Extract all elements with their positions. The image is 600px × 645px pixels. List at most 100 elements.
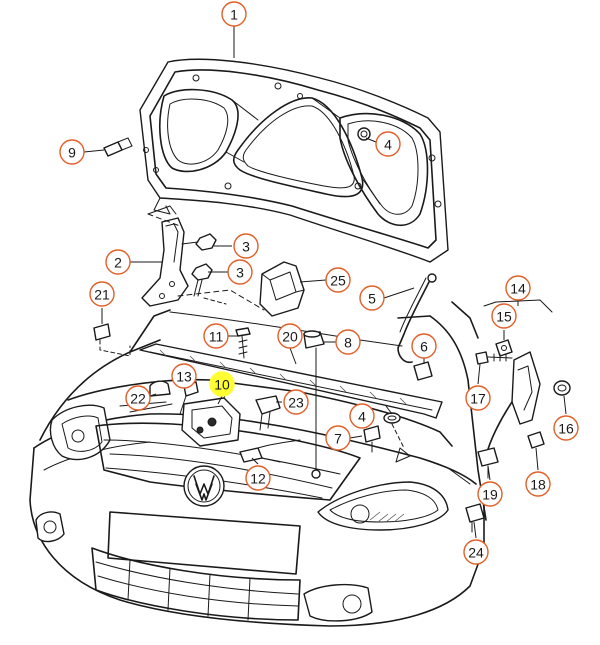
callout-16: 16 [553, 415, 579, 441]
callout-12: 12 [245, 465, 271, 491]
callout-ring [209, 371, 235, 397]
screw-part-11 [235, 327, 251, 359]
callout-7: 7 [325, 425, 351, 451]
lock-bracket-part [259, 261, 305, 317]
callout-22: 22 [125, 385, 151, 411]
callout-number: 3 [236, 265, 244, 281]
callout-ring [525, 471, 551, 497]
nut-part-15 [495, 339, 513, 357]
callout-number: 9 [68, 145, 76, 161]
callout-24: 24 [463, 539, 489, 565]
grommet-part-4-lower [383, 412, 411, 463]
callout-18: 18 [525, 471, 551, 497]
callout-number: 22 [130, 391, 146, 407]
callout-11: 11 [203, 323, 229, 349]
callout-number: 14 [510, 281, 526, 297]
callout-ring [463, 539, 489, 565]
callout-number: 16 [558, 421, 574, 437]
callout-number: 7 [334, 431, 342, 447]
callout-number: 4 [358, 409, 366, 425]
callout-number: 13 [176, 369, 192, 385]
callout-ring [203, 323, 229, 349]
callout-number: 17 [470, 391, 486, 407]
callout-ring [233, 233, 259, 259]
callout-number: 1 [230, 7, 238, 23]
callout-6: 6 [411, 333, 437, 359]
callout-3a: 3 [233, 233, 259, 259]
callout-13: 13 [171, 363, 197, 389]
hinge-bolt-upper [181, 233, 217, 251]
callout-ring [245, 465, 271, 491]
hood-grommet-part [357, 127, 371, 141]
callout-number: 24 [468, 545, 484, 561]
callout-19: 19 [477, 481, 503, 507]
callout-number: 23 [288, 395, 304, 411]
bonnet-lock-part-10 [181, 387, 241, 447]
callout-number: 21 [94, 287, 110, 303]
callout-number: 11 [209, 329, 224, 345]
callout-14: 14 [505, 275, 531, 301]
hood-hinge-part [141, 205, 189, 307]
clip-part-21 [93, 323, 131, 357]
callout-ring [359, 285, 385, 311]
hood-prop-rod-part-5 [397, 273, 437, 364]
callout-number: 6 [420, 339, 428, 355]
callout-number: 20 [282, 329, 298, 345]
callout-ring [325, 267, 351, 293]
callout-ring [477, 481, 503, 507]
cable-guide-part-19 [477, 447, 499, 479]
callout-10: 10 [209, 371, 235, 397]
callout-ring [465, 385, 491, 411]
callout-ring [105, 249, 131, 275]
clip-part-7 [363, 425, 381, 453]
clip-part-18 [527, 431, 545, 449]
callout-number: 12 [250, 471, 266, 487]
callout-2: 2 [105, 249, 131, 275]
callout-ring [375, 131, 401, 157]
release-cable-part-20 [311, 347, 321, 479]
bolt-part-17 [475, 351, 513, 365]
callout-3b: 3 [227, 259, 253, 285]
grommet-part-8 [303, 330, 325, 349]
callout-5: 5 [359, 285, 385, 311]
callout-number: 15 [496, 309, 512, 325]
callout-8: 8 [335, 329, 361, 355]
callout-ring [89, 281, 115, 307]
rod-holder-part-6 [413, 361, 433, 381]
callout-number: 8 [344, 335, 352, 351]
callout-4b: 4 [349, 403, 375, 429]
callout-15: 15 [491, 303, 517, 329]
grommet-part-16 [553, 380, 571, 396]
callout-ring [227, 259, 253, 285]
callout-ring [411, 333, 437, 359]
callout-number: 19 [482, 487, 498, 503]
hinge-bolt-lower [191, 263, 213, 297]
connector-part-12 [239, 439, 301, 463]
hood-panel [139, 58, 449, 263]
callout-ring [349, 403, 375, 429]
callout-ring [325, 425, 351, 451]
callout-21: 21 [89, 281, 115, 307]
callout-23: 23 [283, 389, 309, 415]
callout-25: 25 [325, 267, 351, 293]
callout-number: 10 [214, 377, 230, 393]
callout-ring [125, 385, 151, 411]
callout-ring [221, 1, 247, 27]
callout-ring [277, 323, 303, 349]
callout-1: 1 [221, 1, 247, 27]
callout-number: 18 [530, 477, 546, 493]
callout-9: 9 [59, 139, 85, 165]
callout-ring [553, 415, 579, 441]
callout-ring [283, 389, 309, 415]
callout-leaders [83, 26, 567, 539]
callout-ring [59, 139, 85, 165]
callout-number: 5 [368, 291, 376, 307]
callout-number: 3 [242, 239, 250, 255]
callout-number: 25 [330, 273, 346, 289]
switch-part-23 [255, 395, 281, 431]
callout-number: 2 [114, 255, 122, 271]
callout-4a: 4 [375, 131, 401, 157]
